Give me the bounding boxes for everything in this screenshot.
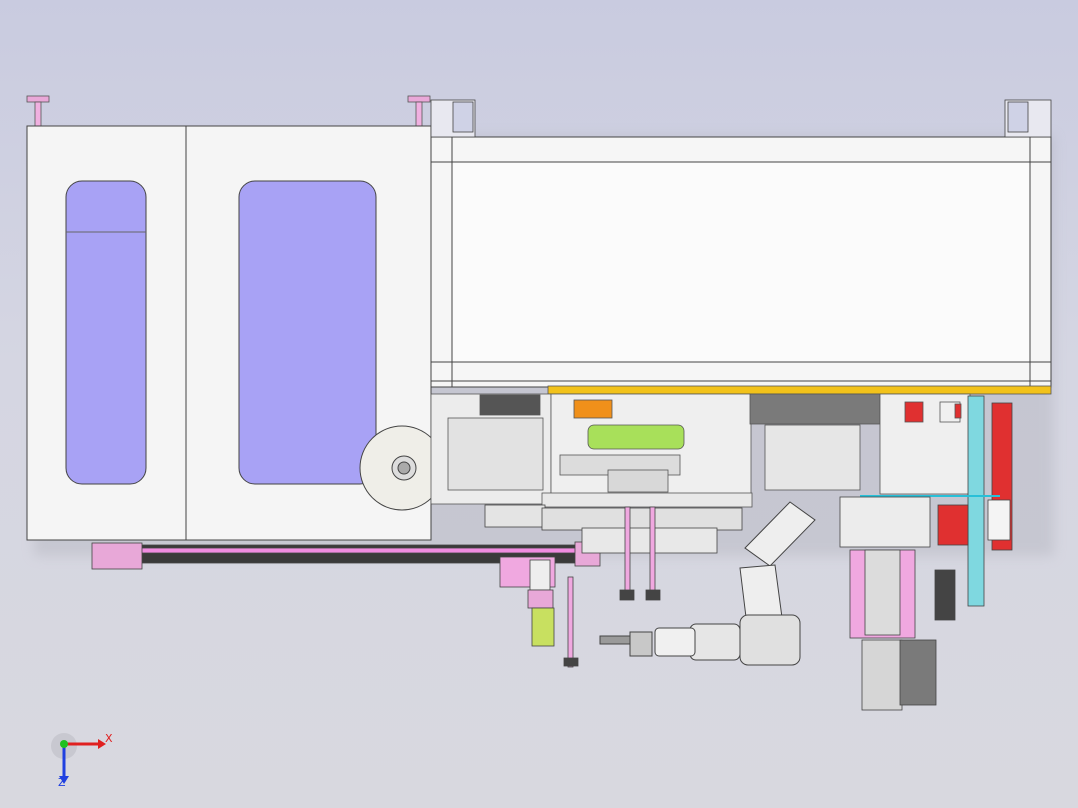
vertical-rods [563,506,661,668]
slide-carriage [499,556,556,647]
upper-frame [430,136,1052,388]
x-axis-label: X [105,732,113,745]
axis-triad-icon [51,733,106,784]
linear-slide [91,504,743,570]
orange-motor [573,399,613,419]
cabinet-window-right [238,180,377,485]
coordinate-triad: X Z [48,730,118,790]
green-cylinder [587,424,685,450]
lower-mechanism [430,393,971,508]
cyan-column [967,395,985,607]
corner-bracket-left [430,99,476,138]
enclosure-cabinet [26,125,432,541]
cabinet-window-left [65,180,147,485]
leveling-foot-left [26,95,50,127]
leveling-foot-middle [407,95,431,127]
yellow-rail [547,385,1052,395]
corner-bracket-right [1004,99,1052,138]
lift-module [839,496,956,711]
z-axis-label: Z [58,776,66,789]
carriage-motor [531,607,555,647]
robot-arm [599,501,816,666]
